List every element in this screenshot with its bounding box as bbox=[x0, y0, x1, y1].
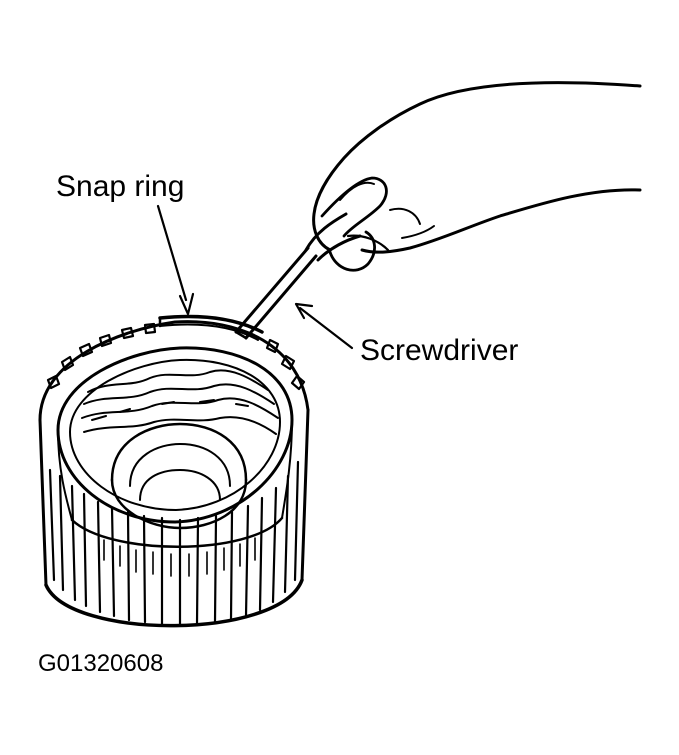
snap-ring-label: Snap ring bbox=[56, 170, 185, 203]
screwdriver-leader bbox=[294, 302, 354, 350]
clutch-drum bbox=[38, 320, 310, 628]
hand bbox=[312, 81, 642, 272]
figure-code: G01320608 bbox=[38, 650, 164, 677]
snap-ring-leader bbox=[156, 204, 195, 316]
screwdriver-label: Screwdriver bbox=[360, 334, 519, 367]
screwdriver bbox=[234, 212, 362, 340]
